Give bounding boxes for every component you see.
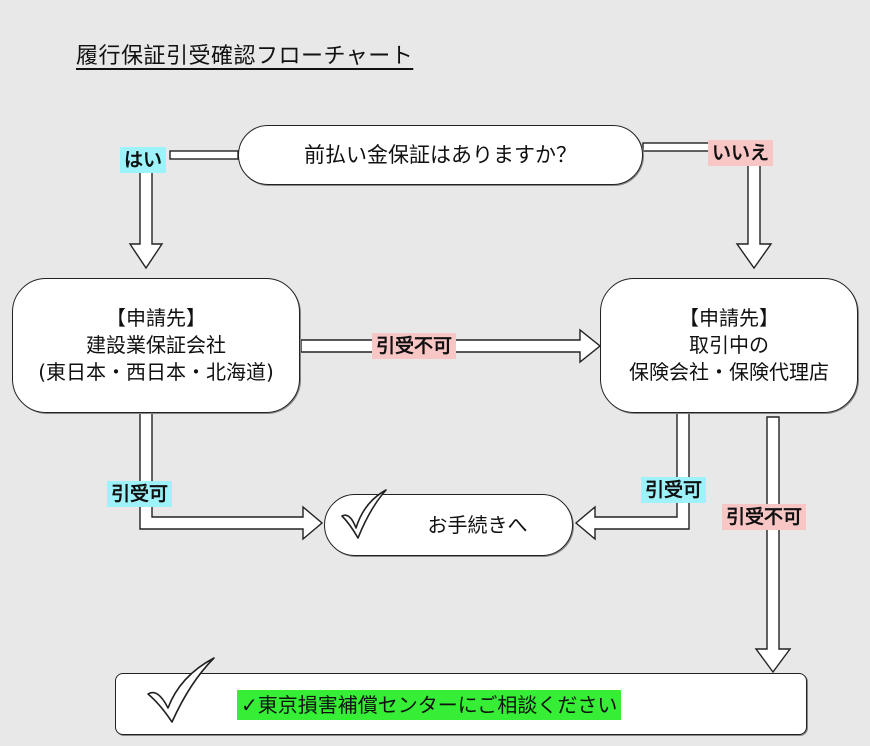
question-text: 前払い金保証はありますか？ xyxy=(304,142,577,167)
checkmark-icon xyxy=(341,489,387,539)
node-right-line2: 取引中の xyxy=(689,333,769,357)
node-left-line3: (東日本・西日本・北海道) xyxy=(38,360,274,384)
applicant-node-insurance-agency: 【申請先】 取引中の 保険会社・保険代理店 xyxy=(600,278,858,413)
applicant-node-construction-guarantee: 【申請先】 建設業保証会社 (東日本・西日本・北海道) xyxy=(12,278,300,413)
procedure-text: お手続きへ xyxy=(427,512,528,537)
no-label: いいえ xyxy=(708,140,774,166)
final-consult-text: ✓東京損害補償センターにご相談ください xyxy=(237,690,622,720)
checkmark-icon-large xyxy=(147,657,215,723)
node-right-line1: 【申請先】 xyxy=(679,306,779,330)
connector-question-yes xyxy=(169,150,239,160)
arrow-left-accept xyxy=(139,412,324,541)
edge-label-left-accept: 引受可 xyxy=(107,481,173,507)
node-left-line2: 建設業保証会社 xyxy=(86,333,226,357)
edge-label-right-accept: 引受可 xyxy=(641,477,707,503)
arrow-no-down xyxy=(735,164,773,270)
arrow-right-reject xyxy=(754,416,792,674)
edge-label-left-reject: 引受不可 xyxy=(372,333,457,359)
node-left-line1: 【申請先】 xyxy=(106,306,206,330)
node-right-line3: 保険会社・保険代理店 xyxy=(629,360,829,384)
arrow-yes-down xyxy=(128,170,164,270)
yes-label: はい xyxy=(120,147,167,173)
arrow-right-accept xyxy=(574,412,690,541)
question-node: 前払い金保証はありますか？ xyxy=(238,125,643,185)
edge-label-right-reject: 引受不可 xyxy=(722,504,807,530)
procedure-node: お手続きへ xyxy=(324,494,573,556)
page-title: 履行保証引受確認フローチャート xyxy=(76,44,414,69)
connector-question-no xyxy=(642,142,712,152)
